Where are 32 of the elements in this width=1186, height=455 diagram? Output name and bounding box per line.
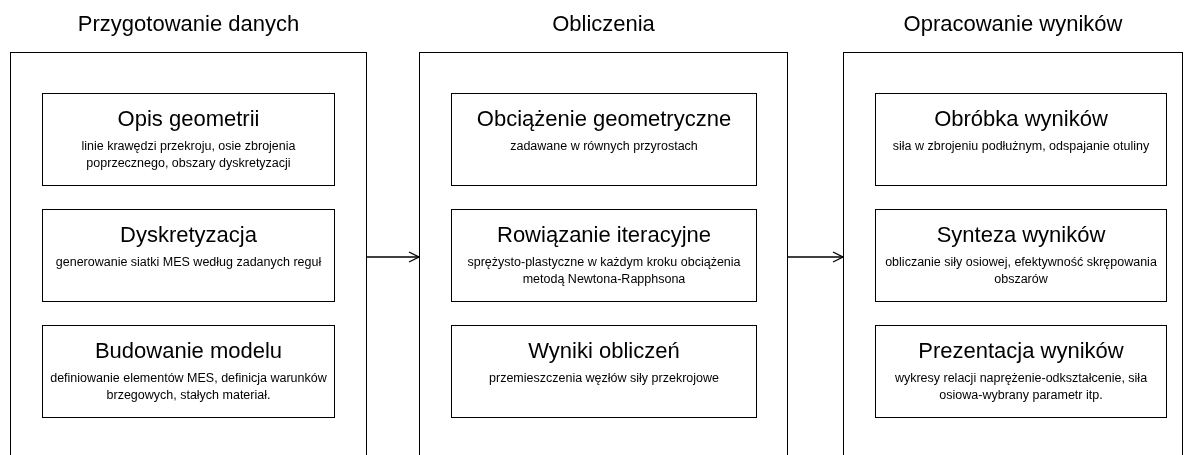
box-description: zadawane w równych przyrostach	[509, 138, 699, 155]
box-heading: Synteza wyników	[935, 222, 1107, 248]
process-box	[875, 325, 1167, 418]
box-heading: Wyniki obliczeń	[527, 338, 681, 364]
process-box	[42, 325, 335, 418]
box-heading: Dyskretyzacja	[119, 222, 258, 248]
process-box	[451, 93, 757, 186]
box-description: siła w zbrojeniu podłużnym, odspajanie otuliny	[891, 138, 1151, 155]
box-description: obliczanie siły osiowej, efektywność skrępowania obszarów	[884, 254, 1158, 288]
process-box	[875, 93, 1167, 186]
stage-title: Obliczenia	[552, 11, 655, 37]
box-description: przemieszczenia węzłów siły przekrojowe	[488, 370, 720, 387]
box-heading: Obciążenie geometryczne	[475, 106, 733, 132]
box-heading: Rowiązanie iteracyjne	[496, 222, 712, 248]
arrow	[787, 251, 844, 263]
process-box	[42, 93, 335, 186]
box-heading: Budowanie modelu	[93, 338, 284, 364]
box-description: wykresy relacji naprężenie-odkształcenie, siła osiowa-wybrany parametr itp.	[893, 370, 1149, 404]
stage-title: Opracowanie wyników	[903, 11, 1123, 37]
box-description: linie krawędzi przekroju, osie zbrojenia poprzecznego, obszary dyskretyzacji	[80, 138, 297, 172]
box-heading: Opis geometrii	[116, 106, 261, 132]
stage-title: Przygotowanie danych	[77, 11, 300, 37]
process-box	[42, 209, 335, 302]
box-description: generowanie siatki MES według zadanych reguł	[54, 254, 323, 271]
box-heading: Prezentacja wyników	[917, 338, 1125, 364]
box-description: sprężysto-plastyczne w każdym kroku obciążenia metodą Newtona-Rapphsona	[466, 254, 742, 288]
box-heading: Obróbka wyników	[933, 106, 1109, 132]
box-description: definiowanie elementów MES, definicja warunków brzegowych, stałych materiał.	[49, 370, 328, 404]
arrow	[366, 251, 420, 263]
process-box	[875, 209, 1167, 302]
process-box	[451, 209, 757, 302]
process-box	[451, 325, 757, 418]
